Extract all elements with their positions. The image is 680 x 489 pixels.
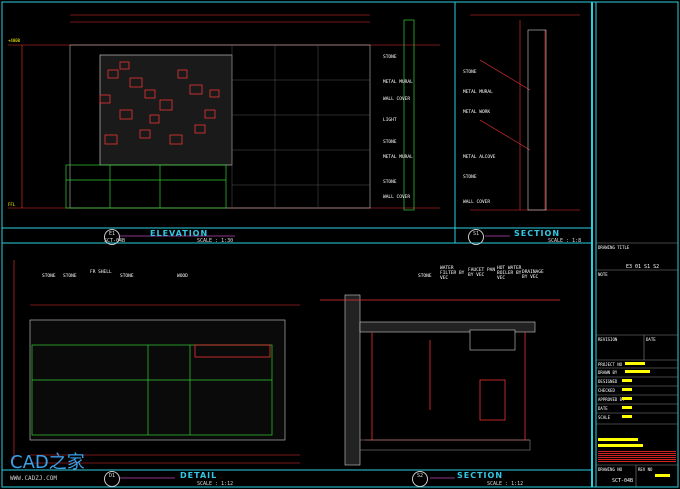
elevation-label: STONE [383,55,397,60]
section-bottom-ref-bubble: S2 [412,471,428,487]
drawing-code-label: DRAWING NO [598,467,623,472]
tb-field [598,444,643,447]
level-top: +4000 [8,38,21,43]
tb-field [625,362,645,365]
drawing-number: E3 01 S1 S2 [626,264,660,270]
detail-title: DETAIL [180,471,218,480]
section-top-scale: SCALE : 1:8 [548,238,582,244]
section-label: STONE [463,70,477,75]
elevation-label: STONE [383,140,397,145]
section-top-ref-bubble: S1 [468,229,484,245]
detail-label: WOOD [177,274,188,279]
tb-row: REVISION [598,337,618,342]
tb-field [598,438,638,441]
tb-field [622,388,632,391]
elevation-label: WALL COVER [383,195,411,200]
section-bottom-scale: SCALE : 1:12 [487,481,524,487]
tb-date-label: DATE [646,337,656,342]
detail-ref-bubble: D1 [104,471,120,487]
elevation-scale: SCALE : 1:30 [197,238,234,244]
section2-label: HOT WATER BOILER BY VEC [497,266,522,281]
section-label: METAL ALCOVE [463,155,496,160]
section-label: WALL COVER [463,200,491,205]
notes-label: NOTE [598,272,608,277]
tb-row: DATE [598,406,608,411]
tb-field [622,415,632,418]
tb-field [625,370,650,373]
detail-label: STONE [63,274,77,279]
section2-label: FAUCET PAN BY VEC [468,268,496,278]
tb-row: SCALE [598,415,611,420]
elevation-ref-bubble: E1 [104,229,120,245]
elevation-label: LIGHT [383,118,397,123]
drawing-title-label: DRAWING TITLE [598,245,630,250]
watermark-logo: CAD之家 WWW.CADZJ.COM [10,448,85,482]
tb-field [622,379,632,382]
detail-label: FR SHELL [90,270,112,275]
tb-row: DESIGNED [598,379,618,384]
watermark-brand: CAD之家 [10,452,85,473]
elevation-label: METAL MURAL [383,155,413,160]
section-label: STONE [463,175,477,180]
section2-label: DRAINAGE BY VEC [522,270,544,280]
section2-label: STONE [418,274,432,279]
tb-row: DRAWN BY [598,370,618,375]
tb-field [655,474,670,477]
section-top-title: SECTION [514,229,561,238]
tb-field [622,397,632,400]
section2-label: WATER FILTER BY VEC [440,266,465,281]
level-ffl: FFL [8,202,16,207]
detail-scale: SCALE : 1:12 [197,481,234,487]
section-label: METAL MURAL [463,90,493,95]
rev-label: REV NO [638,467,653,472]
section-label: METAL WORK [463,110,491,115]
watermark-url: WWW.CADZJ.COM [10,475,57,482]
elevation-label: WALL COVER [383,97,411,102]
elevation-title: ELEVATION [150,229,209,238]
elevation-label: STONE [383,180,397,185]
tb-row: CHECKED [598,388,615,393]
detail-label: STONE [120,274,134,279]
elevation-sheet: SCT-04B [104,238,126,244]
elevation-label: METAL MURAL [383,80,413,85]
tb-row: APPROVED BY [598,397,625,402]
tb-red-notes [598,450,676,462]
section-bottom-title: SECTION [457,471,504,480]
drawing-code: SCT-04B [612,478,634,484]
tb-row: PROJECT NO [598,362,623,367]
tb-field [622,406,632,409]
detail-label: STONE [42,274,56,279]
